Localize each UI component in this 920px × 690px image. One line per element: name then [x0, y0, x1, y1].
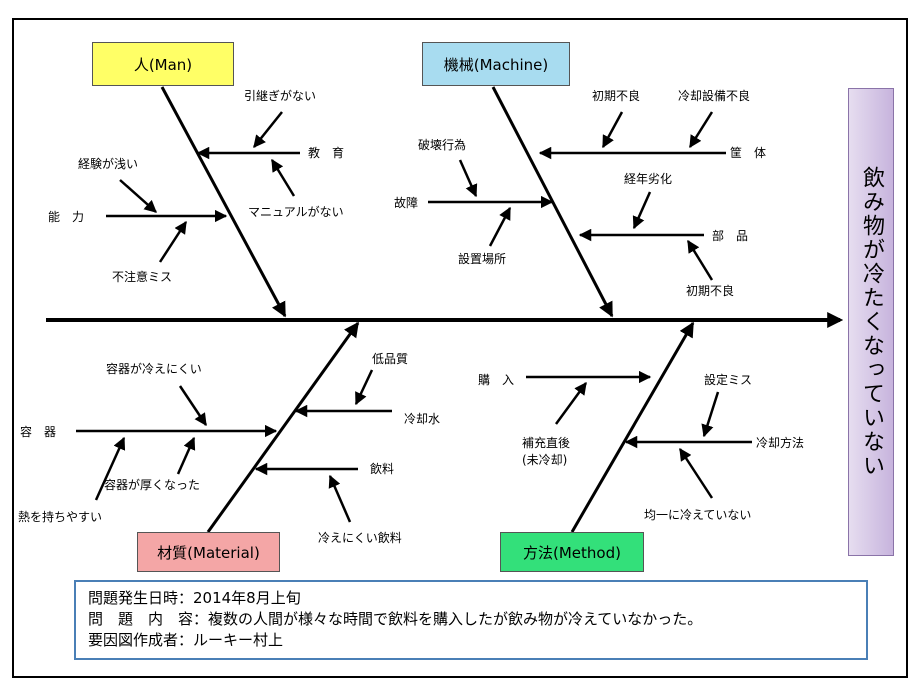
label-setting-mistake: 設定ミス — [704, 373, 753, 387]
category-machine: 機械(Machine) — [422, 42, 570, 86]
initial-defect-arrow — [601, 111, 624, 149]
info-date: 問題発生日時：2014年8月上旬 — [88, 589, 301, 607]
label-parts: 部 品 — [712, 229, 749, 243]
method-bone — [570, 321, 695, 533]
low-quality-arrow — [354, 369, 374, 406]
material-bone — [206, 321, 360, 533]
refill-arrow — [554, 381, 588, 425]
hard-to-cool-arrow — [178, 385, 208, 427]
label-ability: 能 力 — [48, 210, 85, 224]
info-content: 問 題 内 容：複数の人間が様々な時間で飲料を購入したが飲み物が冷えていなかった… — [88, 610, 703, 628]
label-initial-defect-2: 初期不良 — [686, 284, 735, 298]
uneven-cooling-arrow — [678, 447, 714, 499]
label-cooling-method: 冷却方法 — [756, 436, 805, 450]
setting-mistake-arrow — [701, 391, 720, 438]
label-low-quality: 低品質 — [372, 352, 409, 366]
effect-box: 飲み物が冷たくなっていない — [848, 88, 894, 556]
cold-resistant-drink-arrow — [328, 474, 352, 523]
category-man: 人(Man) — [92, 42, 234, 86]
label-refill-1: 補充直後 — [522, 436, 571, 450]
low-experience-arrow — [119, 179, 157, 213]
label-heat-retaining: 熱を持ちやすい — [18, 510, 103, 524]
label-low-experience: 経験が浅い — [78, 157, 139, 171]
label-uneven-cooling: 均一に冷えていない — [644, 508, 752, 522]
carelessness-arrow — [158, 220, 188, 263]
category-material: 材質(Material) — [137, 532, 280, 572]
label-carelessness: 不注意ミス — [112, 270, 173, 284]
label-thick-container: 容器が厚くなった — [104, 478, 201, 492]
label-cold-resistant-drink: 冷えにくい飲料 — [318, 531, 402, 545]
label-education: 教 育 — [308, 146, 345, 160]
label-aging: 経年劣化 — [624, 172, 673, 186]
label-purchase: 購 入 — [478, 373, 515, 387]
label-cooling-defect: 冷却設備不良 — [678, 89, 751, 103]
label-no-handover: 引継ぎがない — [244, 89, 317, 103]
no-manual-arrow — [270, 158, 296, 197]
label-casing: 筐 体 — [730, 146, 767, 160]
label-vandalism: 破壊行為 — [418, 138, 467, 152]
label-container: 容 器 — [20, 425, 57, 439]
initial-defect-2-arrow — [686, 239, 714, 281]
label-hard-to-cool: 容器が冷えにくい — [106, 362, 202, 376]
label-failure: 故障 — [394, 196, 419, 210]
no-handover-arrow — [253, 111, 283, 148]
aging-arrow — [632, 191, 652, 230]
label-initial-defect: 初期不良 — [592, 89, 641, 103]
location-arrow — [488, 206, 512, 247]
label-beverage: 飲料 — [370, 462, 395, 476]
heat-retaining-arrow — [94, 436, 126, 501]
label-location: 設置場所 — [458, 252, 507, 266]
info-author: 要因図作成者：ルーキー村上 — [88, 631, 284, 649]
category-method: 方法(Method) — [500, 532, 644, 572]
man-bone — [160, 86, 287, 318]
label-no-manual: マニュアルがない — [248, 205, 344, 219]
label-cooling-water: 冷却水 — [404, 412, 441, 426]
label-refill-2: (未冷却) — [522, 453, 568, 467]
info-box: 問題発生日時：2014年8月上旬 問 題 内 容：複数の人間が様々な時間で飲料を… — [74, 580, 868, 660]
cooling-defect-arrow — [688, 111, 714, 149]
vandalism-arrow — [458, 159, 478, 198]
thick-container-arrow — [176, 436, 196, 475]
